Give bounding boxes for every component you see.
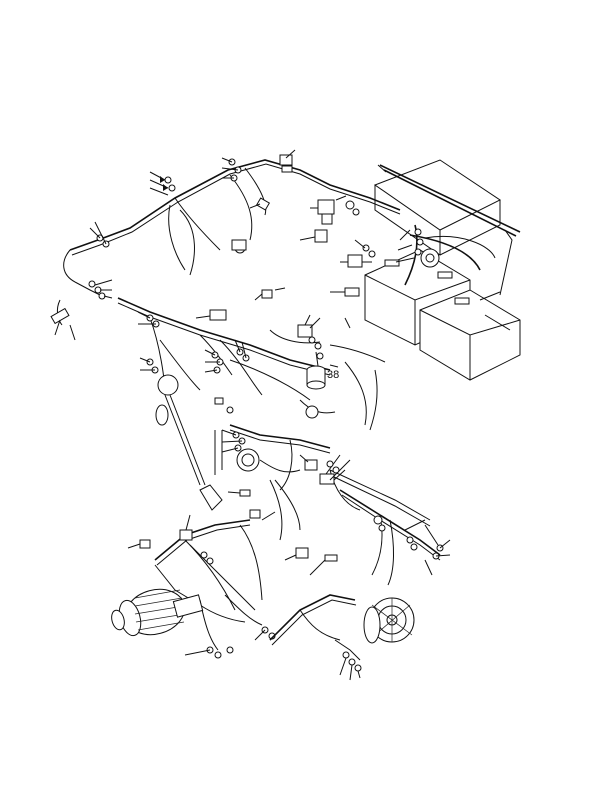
starter-motor xyxy=(111,588,204,637)
middle-harness xyxy=(117,297,386,511)
callout-label-38: 38 xyxy=(327,369,339,381)
filter-component xyxy=(306,351,339,390)
solenoid-cluster xyxy=(299,195,376,297)
alternator-harness xyxy=(269,594,362,681)
lower-left-harness xyxy=(127,509,276,659)
right-lower-harness xyxy=(284,489,451,586)
alternator xyxy=(363,597,415,644)
lower-middle-harness xyxy=(214,399,431,541)
fastener-group-top-center xyxy=(221,149,296,254)
fastener-group-upper-left xyxy=(50,171,176,341)
fastener-group-middle xyxy=(137,287,351,497)
fastener-group-lower-middle xyxy=(221,429,351,485)
upper-harness xyxy=(56,159,401,326)
battery-assembly xyxy=(364,159,521,381)
